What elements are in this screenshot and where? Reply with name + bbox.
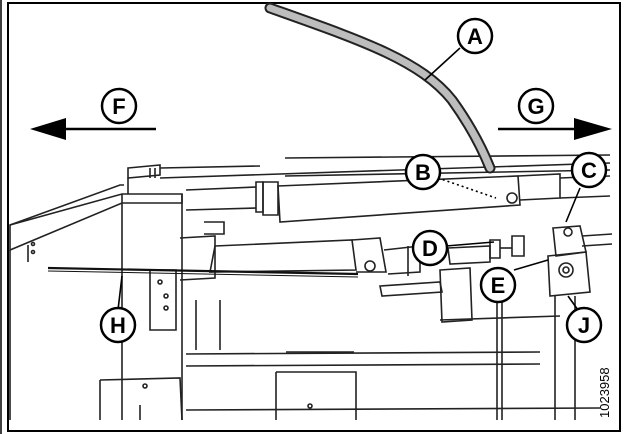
svg-text:F: F xyxy=(112,94,125,119)
svg-text:H: H xyxy=(110,313,126,338)
cable-h xyxy=(47,266,359,278)
svg-text:C: C xyxy=(581,158,597,183)
callout-g: G xyxy=(517,87,555,125)
svg-text:D: D xyxy=(422,236,438,261)
leader-c xyxy=(565,187,581,223)
leader-b xyxy=(437,177,497,199)
callout-j: J xyxy=(565,306,603,344)
svg-text:G: G xyxy=(527,94,544,119)
leader-a xyxy=(424,47,461,81)
machine-structure xyxy=(9,154,613,421)
svg-text:J: J xyxy=(578,313,590,338)
svg-text:A: A xyxy=(467,24,483,49)
arrow-right-g xyxy=(498,118,612,140)
callout-e: E xyxy=(479,266,517,304)
leader-e xyxy=(513,259,549,271)
callout-f: F xyxy=(100,87,138,125)
callout-a: A xyxy=(456,17,494,55)
callouts: A B C D E F G H xyxy=(99,17,608,344)
callout-d: D xyxy=(411,229,449,267)
leader-lines xyxy=(117,47,581,311)
leader-d xyxy=(445,241,495,247)
leader-h xyxy=(117,275,123,311)
arrow-left-f xyxy=(30,118,156,140)
figure-frame xyxy=(7,2,621,432)
svg-text:B: B xyxy=(415,160,431,185)
leader-j xyxy=(567,295,579,311)
callout-h: H xyxy=(99,306,137,344)
hose-a xyxy=(266,4,494,172)
callout-b: B xyxy=(404,153,442,191)
figure-id-label: 1023958 xyxy=(597,367,612,418)
callout-c: C xyxy=(570,151,608,189)
svg-text:E: E xyxy=(491,273,506,298)
